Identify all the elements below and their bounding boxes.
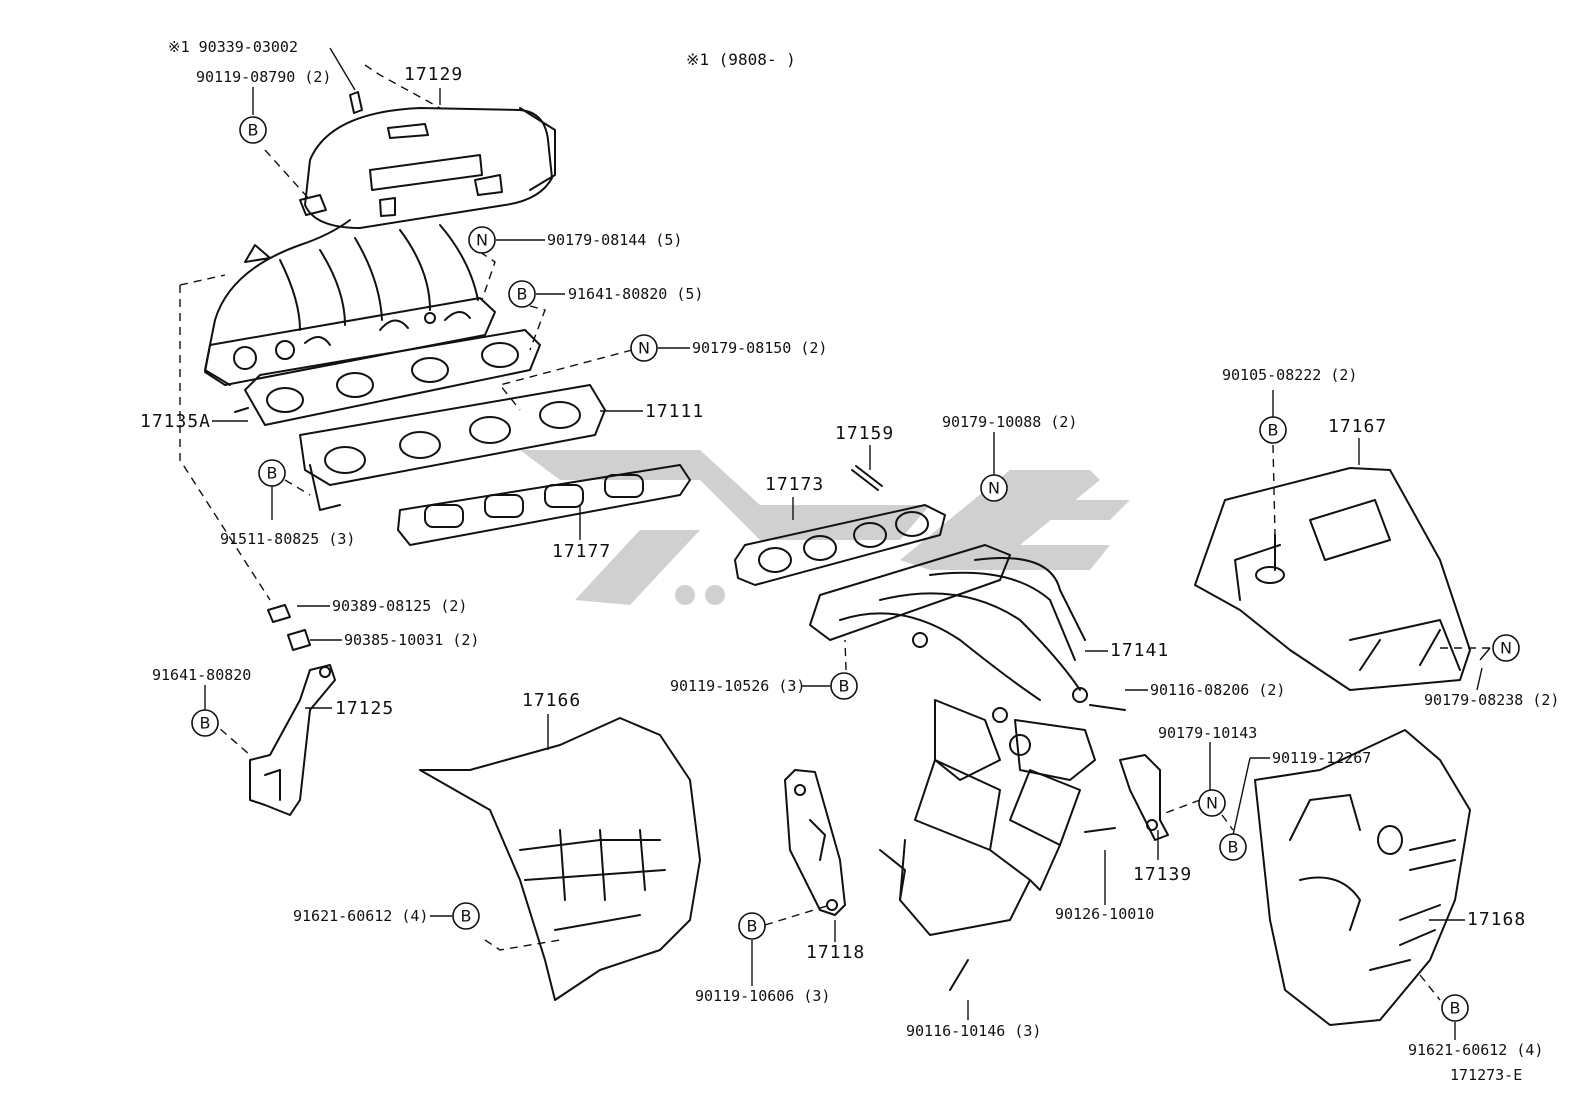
label-17141: 17141 [1110, 640, 1170, 661]
label-90179-10088: 90179-10088 (2) [942, 413, 1078, 431]
label-90116-10146: 90116-10146 (3) [906, 1022, 1042, 1040]
heat-shield-17167 [1194, 467, 1471, 691]
badge-b-91621-right [1441, 994, 1469, 1022]
badge-text: B [1228, 838, 1239, 857]
badge-b-90119-10526 [830, 672, 858, 700]
badge-text: B [747, 917, 758, 936]
intake-manifold-runners [204, 224, 496, 386]
dashed-guide-lines [179, 64, 1492, 1001]
label-17177: 17177 [552, 541, 612, 562]
badge-b-90119-12267 [1219, 833, 1247, 861]
label-17139: 17139 [1133, 864, 1193, 885]
label-17166: 17166 [522, 690, 582, 711]
label-17118: 17118 [806, 942, 866, 963]
badge-b-90119-08790 [239, 116, 267, 144]
badge-n-90179-08144 [468, 226, 496, 254]
label-90179-08144: 90179-08144 (5) [547, 231, 683, 249]
badge-b-91641-80820-5 [508, 280, 536, 308]
label-90179-10143: 90179-10143 [1158, 724, 1258, 742]
label-90105-08222: 90105-08222 (2) [1222, 366, 1358, 384]
exhaust-gasket-17173 [734, 504, 946, 586]
badge-b-90119-10606 [738, 912, 766, 940]
label-17129: 17129 [404, 64, 464, 85]
gasket-17135a [234, 329, 541, 426]
note-header: ※1 (9808- ) [686, 50, 796, 69]
label-91511-80825: 91511-80825 (3) [220, 530, 356, 548]
badge-text: B [248, 121, 259, 140]
bracket-17139 [1119, 754, 1169, 841]
label-90116-08206: 90116-08206 (2) [1150, 681, 1286, 699]
label-90119-12267: 90119-12267 [1272, 749, 1372, 767]
label-91621-60612-right: 91621-60612 (4) [1408, 1041, 1544, 1059]
badge-n-90179-08150 [630, 334, 658, 362]
label-17135a: 17135A [140, 411, 212, 432]
label-91641-80820-5: 91641-80820 (5) [568, 285, 704, 303]
label-90119-10606: 90119-10606 (3) [695, 987, 831, 1005]
heat-shield-17166 [419, 717, 701, 1001]
label-17125: 17125 [335, 698, 395, 719]
gasket-17177 [397, 464, 691, 546]
fasteners [267, 91, 1126, 991]
label-17167: 17167 [1328, 416, 1388, 437]
label-90179-08150: 90179-08150 (2) [692, 339, 828, 357]
stud-17159 [851, 465, 883, 491]
bracket-17125 [249, 664, 336, 816]
badge-text: B [1268, 421, 1279, 440]
badge-text: N [1206, 794, 1218, 813]
label-17168: 17168 [1467, 909, 1527, 930]
badge-b-90105 [1259, 416, 1287, 444]
label-90389-08125: 90389-08125 (2) [332, 597, 468, 615]
badge-b-91641-80820 [191, 709, 219, 737]
badge-text: B [517, 285, 528, 304]
badge-b-91511 [258, 459, 286, 487]
badge-text: B [1450, 999, 1461, 1018]
intake-plenum-17129 [299, 107, 556, 246]
label-90126-10010: 90126-10010 [1055, 905, 1155, 923]
label-90179-08238: 90179-08238 (2) [1424, 691, 1560, 709]
badge-text: B [200, 714, 211, 733]
badge-text: N [638, 339, 650, 358]
badge-text: B [461, 907, 472, 926]
badge-n-90179-10088 [980, 474, 1008, 502]
label-17111: 17111 [645, 401, 705, 422]
badge-n-90179-10143 [1198, 789, 1226, 817]
label-91621-60612-left: 91621-60612 (4) [293, 907, 429, 925]
label-90119-08790: 90119-08790 (2) [196, 68, 332, 86]
exhaust-manifold-17141 [809, 544, 1096, 936]
heat-shield-17168 [1254, 729, 1471, 1026]
footer-code: 171273-E [1450, 1066, 1523, 1084]
leader-lines [204, 47, 1491, 1040]
label-91641-80820: 91641-80820 [152, 666, 252, 684]
manifold-plate-17111 [299, 384, 606, 511]
watermark-logo [520, 450, 1130, 605]
badge-b-91621-left [452, 902, 480, 930]
label-17173: 17173 [765, 474, 825, 495]
badge-text: B [267, 464, 278, 483]
label-90385-10031: 90385-10031 (2) [344, 631, 480, 649]
label-90339-03002: ※1 90339-03002 [168, 38, 298, 56]
badge-text: B [839, 677, 850, 696]
badge-n-90179-08238 [1492, 634, 1520, 662]
stay-17118 [784, 769, 846, 916]
label-17159: 17159 [835, 423, 895, 444]
badge-text: N [988, 479, 1000, 498]
badge-text: N [1500, 639, 1512, 658]
badge-text: N [476, 231, 488, 250]
label-90119-10526: 90119-10526 (3) [670, 677, 806, 695]
